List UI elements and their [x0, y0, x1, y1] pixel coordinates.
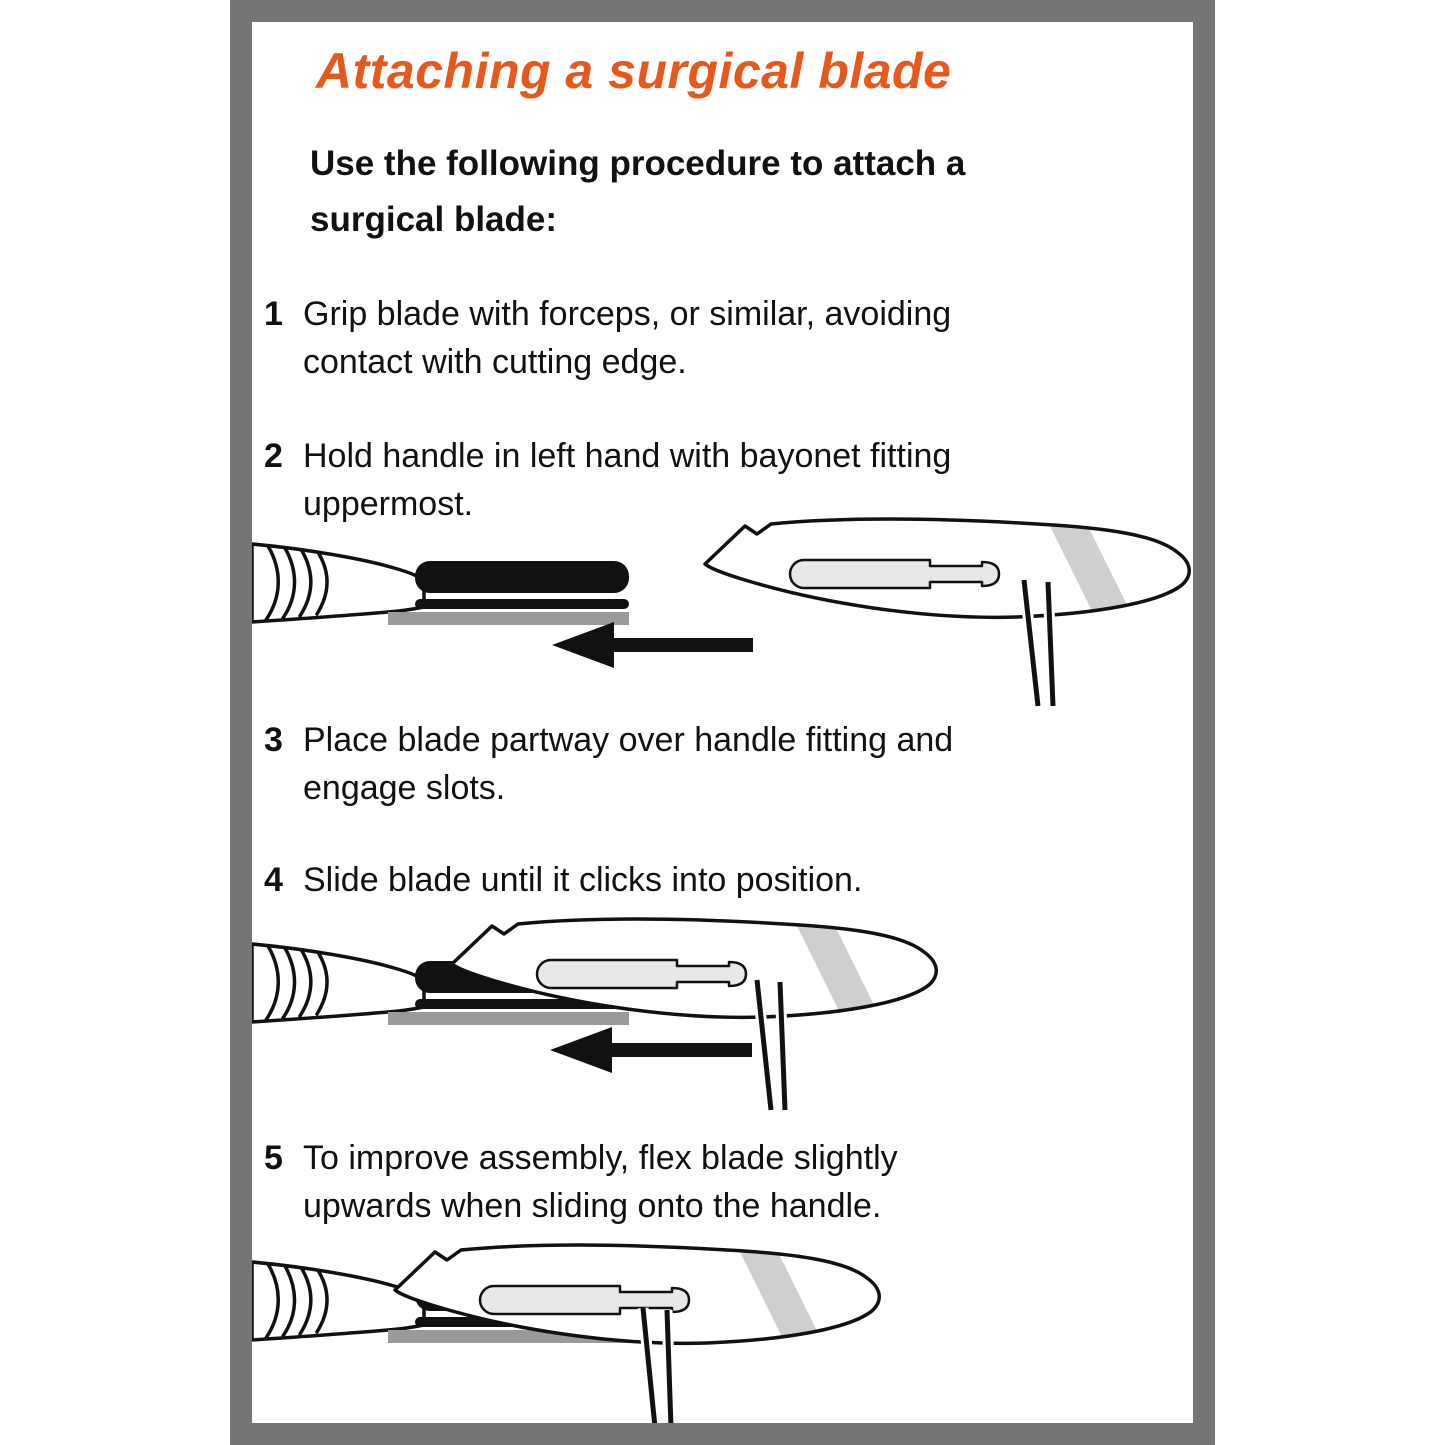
arrow-left-icon — [550, 1027, 752, 1073]
intro-line-1: Use the following procedure to attach a — [310, 144, 965, 183]
intro-post: a — [936, 144, 966, 183]
step-5-text: To improve assembly, flex blade slightly… — [303, 1134, 898, 1230]
illustration-blade-fully-attached — [252, 1242, 1193, 1423]
step-5: 5 To improve assembly, flex blade slight… — [264, 1134, 898, 1230]
intro-pre: Use the following procedure to — [310, 144, 834, 183]
step-1-line-1: Grip blade with forceps, or similar, avo… — [303, 295, 952, 333]
step-4-line-1: Slide blade until it clicks into positio… — [303, 861, 863, 899]
step-3-line-2: engage slots. — [303, 769, 506, 807]
step-2-number: 2 — [264, 437, 283, 475]
step-2: 2 Hold handle in left hand with bayonet … — [264, 432, 951, 528]
step-1-text: Grip blade with forceps, or similar, avo… — [303, 290, 951, 386]
step-4: 4 Slide blade until it clicks into posit… — [264, 856, 862, 904]
forceps-icon — [1018, 579, 1059, 707]
illustration-handle-and-blade-separated — [252, 514, 1193, 707]
step-5-line-2: upwards when sliding onto the handle. — [303, 1187, 882, 1225]
step-1-number: 1 — [264, 295, 283, 333]
step-4-text: Slide blade until it clicks into positio… — [303, 856, 862, 904]
step-1-line-2: contact with cutting edge. — [303, 343, 687, 381]
step-3-text: Place blade partway over handle fitting … — [303, 716, 953, 812]
step-5-line-1: To improve assembly, flex blade slightly — [303, 1139, 898, 1177]
forceps-icon — [751, 979, 791, 1111]
step-5-number: 5 — [264, 1139, 283, 1177]
instruction-page: Attaching a surgical blade Use the follo… — [230, 0, 1215, 1445]
intro-text: Use the following procedure to attach a … — [310, 136, 965, 248]
forceps-icon — [637, 1307, 677, 1423]
step-2-line-1: Hold handle in left hand with bayonet fi… — [303, 437, 952, 475]
illustration-blade-partway-on-fitting — [252, 904, 1193, 1111]
step-1: 1 Grip blade with forceps, or similar, a… — [264, 290, 951, 386]
step-3-number: 3 — [264, 721, 283, 759]
step-2-line-2: uppermost. — [303, 485, 474, 523]
step-2-text: Hold handle in left hand with bayonet fi… — [303, 432, 951, 528]
step-3: 3 Place blade partway over handle fittin… — [264, 716, 953, 812]
arrow-left-icon — [552, 622, 753, 668]
step-4-number: 4 — [264, 861, 283, 899]
intro-line-2: surgical blade: — [310, 200, 558, 239]
intro-emphasis: attach — [833, 144, 937, 183]
step-3-line-1: Place blade partway over handle fitting … — [303, 721, 954, 759]
page-title: Attaching a surgical blade — [316, 43, 952, 99]
